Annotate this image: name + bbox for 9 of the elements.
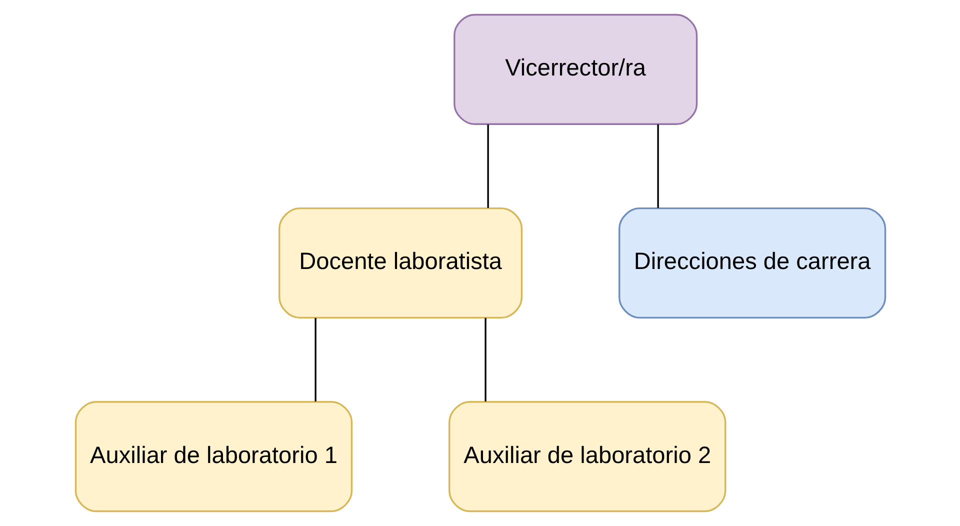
node-box: Docente laboratista bbox=[278, 207, 522, 319]
node-box: Auxiliar de laboratorio 2 bbox=[448, 401, 726, 512]
node-box: Direcciones de carrera bbox=[618, 207, 886, 319]
connector bbox=[656, 124, 658, 208]
connector bbox=[486, 124, 488, 208]
node-box: Vicerrector/ra bbox=[453, 14, 698, 125]
connector bbox=[314, 318, 316, 402]
connector bbox=[484, 318, 486, 402]
node-box: Auxiliar de laboratorio 1 bbox=[74, 401, 352, 512]
